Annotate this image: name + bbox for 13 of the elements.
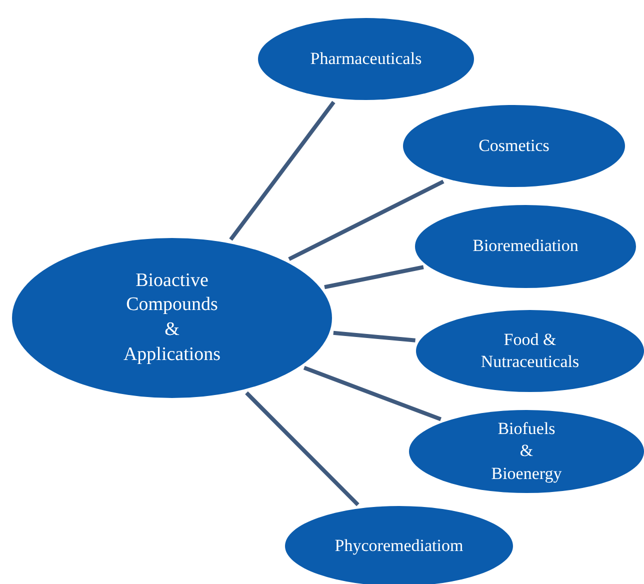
- node-label: Bioactive Compounds & Applications: [123, 268, 221, 367]
- node-label: Biofuels & Bioenergy: [491, 418, 562, 485]
- node-label: Pharmaceuticals: [310, 48, 422, 70]
- connector-line: [288, 180, 444, 261]
- node-label: Phycoremediatiom: [334, 534, 464, 557]
- connector-line: [303, 366, 442, 422]
- node-label: Cosmetics: [478, 134, 550, 157]
- connector-line: [245, 391, 360, 506]
- connector-line: [324, 265, 424, 290]
- node-label: Bioremediation: [472, 235, 578, 258]
- connector-line: [229, 100, 336, 241]
- connector-line: [333, 330, 416, 342]
- node-label: Food & Nutraceuticals: [480, 328, 580, 373]
